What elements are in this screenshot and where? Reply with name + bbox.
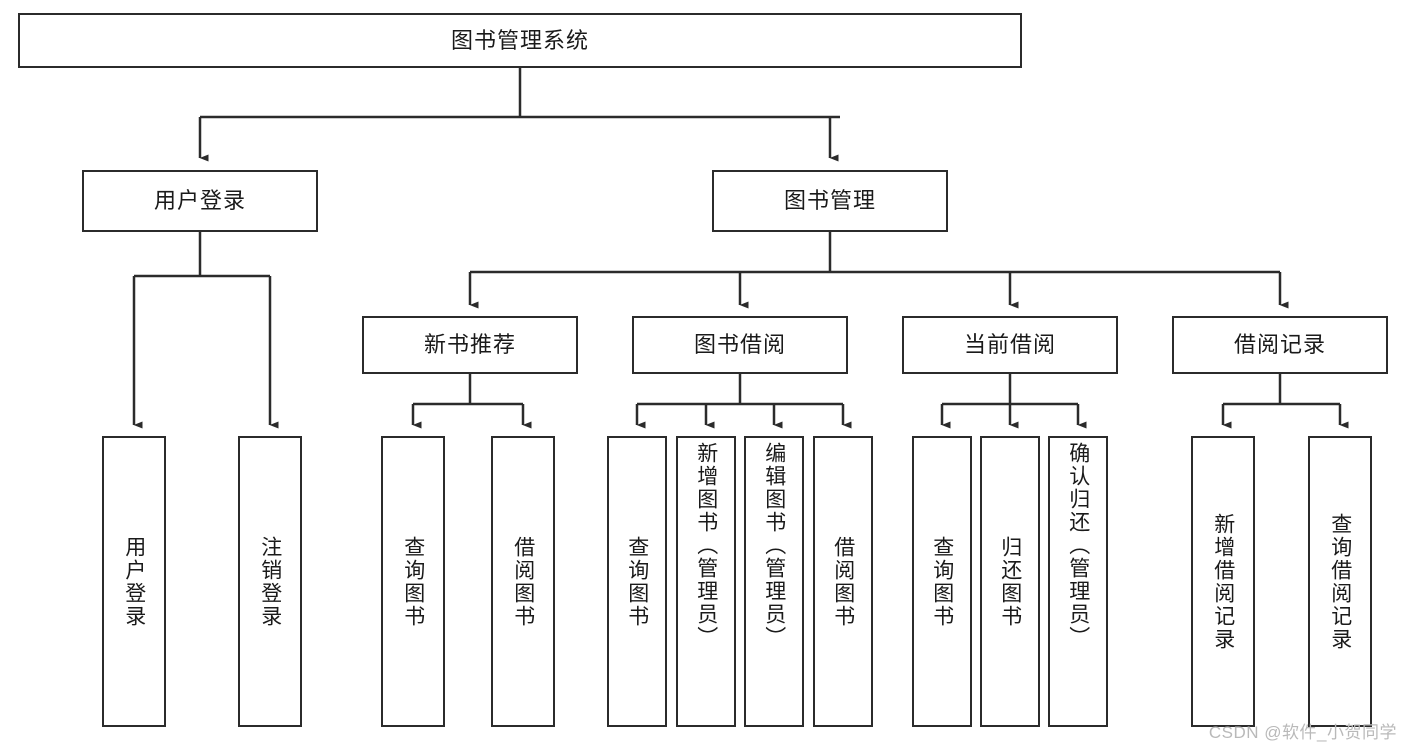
node-book-manage[interactable]: 图书管理 [712,170,948,232]
node-new-book-recommendation[interactable]: 新书推荐 [362,316,578,374]
node-root-book-management-system[interactable]: 图书管理系统 [18,13,1022,68]
node-leaf-query-book-new-rec-label: 查询图书 [401,535,425,628]
node-leaf-add-book-admin[interactable]: 新增图书（管理员） [676,436,736,727]
node-leaf-confirm-return-admin-label: 确认归还（管理员） [1066,442,1090,649]
node-leaf-borrow-book-borrow[interactable]: 借阅图书 [813,436,873,727]
node-leaf-query-book-new-rec[interactable]: 查询图书 [381,436,445,727]
node-leaf-query-book-borrow-label: 查询图书 [625,535,649,628]
node-leaf-borrow-book-borrow-label: 借阅图书 [831,535,855,628]
node-book-manage-label: 图书管理 [783,188,876,213]
node-leaf-return-book-label: 归还图书 [998,535,1022,628]
node-leaf-add-book-admin-label: 新增图书（管理员） [694,442,718,649]
node-leaf-user-login[interactable]: 用户登录 [102,436,166,727]
node-leaf-add-borrow-record[interactable]: 新增借阅记录 [1191,436,1255,727]
node-leaf-query-borrow-record-label: 查询借阅记录 [1328,512,1352,651]
node-book-borrow-label: 图书借阅 [693,332,786,357]
node-root-label: 图书管理系统 [450,27,589,53]
node-leaf-add-borrow-record-label: 新增借阅记录 [1211,512,1235,651]
node-leaf-return-book[interactable]: 归还图书 [980,436,1040,727]
node-current-borrow[interactable]: 当前借阅 [902,316,1118,374]
node-leaf-user-login-label: 用户登录 [122,535,146,628]
node-user-login[interactable]: 用户登录 [82,170,318,232]
node-leaf-borrow-book-new-rec[interactable]: 借阅图书 [491,436,555,727]
node-new-book-recommendation-label: 新书推荐 [423,332,516,357]
node-leaf-query-borrow-record[interactable]: 查询借阅记录 [1308,436,1372,727]
node-user-login-label: 用户登录 [153,188,246,213]
node-leaf-query-book-current-label: 查询图书 [930,535,954,628]
node-leaf-query-book-borrow[interactable]: 查询图书 [607,436,667,727]
node-borrow-record[interactable]: 借阅记录 [1172,316,1388,374]
node-leaf-user-logout-label: 注销登录 [258,535,282,628]
node-current-borrow-label: 当前借阅 [963,332,1056,357]
node-leaf-borrow-book-new-rec-label: 借阅图书 [511,535,535,628]
node-leaf-confirm-return-admin[interactable]: 确认归还（管理员） [1048,436,1108,727]
node-leaf-edit-book-admin-label: 编辑图书（管理员） [762,442,786,649]
node-leaf-user-logout[interactable]: 注销登录 [238,436,302,727]
node-borrow-record-label: 借阅记录 [1233,332,1326,357]
node-leaf-query-book-current[interactable]: 查询图书 [912,436,972,727]
node-book-borrow[interactable]: 图书借阅 [632,316,848,374]
node-leaf-edit-book-admin[interactable]: 编辑图书（管理员） [744,436,804,727]
